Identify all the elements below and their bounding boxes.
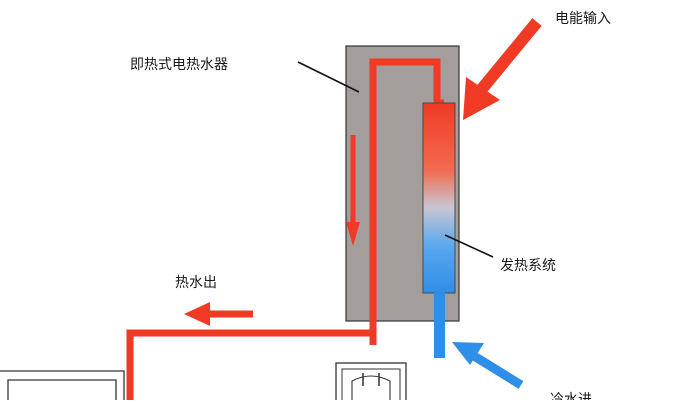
heating-system-label: 发热系统 <box>500 258 556 274</box>
power-input-label: 电能输入 <box>555 11 611 27</box>
hot-water-outlet-pipe <box>126 329 377 400</box>
cold-water-in-arrow <box>471 352 524 389</box>
power-input-arrow-head <box>463 77 500 120</box>
bathtub-fixture <box>0 370 125 400</box>
heater-leader-line <box>297 61 360 93</box>
hot-water-out-arrow-head <box>184 302 210 326</box>
water-inlet-fitting <box>335 362 407 404</box>
power-input-arrow <box>476 18 542 94</box>
heater-label: 即热式电热水器 <box>130 57 228 73</box>
cold-water-in-arrow-head <box>452 342 484 365</box>
heating-element <box>422 102 456 294</box>
cold-water-pipe <box>434 292 445 358</box>
down-flow-arrow-head <box>346 222 360 246</box>
cold-water-in-label: 冷水进 <box>550 392 592 400</box>
hot-water-out-label: 热水出 <box>175 275 217 291</box>
heating-system-leader-line <box>444 234 494 258</box>
